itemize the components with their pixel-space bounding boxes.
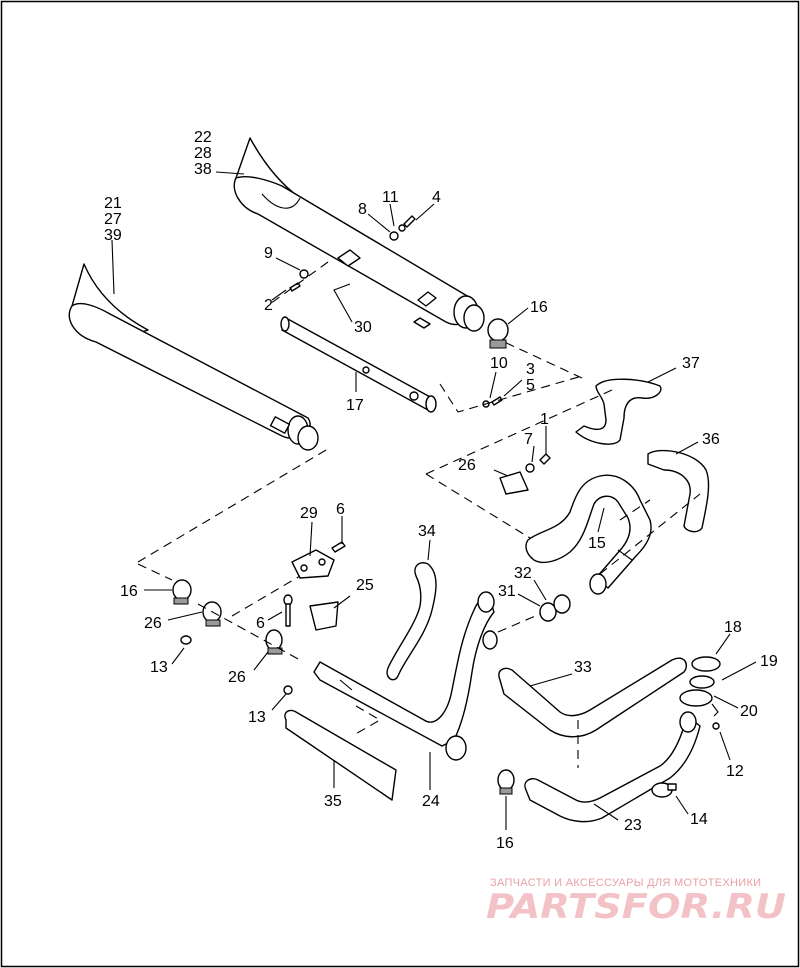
callout-17: 17	[346, 397, 364, 414]
callout-18: 18	[724, 619, 742, 636]
support-bar	[280, 316, 437, 413]
gaskets-31-32	[539, 594, 571, 622]
header-pipe-15	[525, 474, 652, 595]
pipe-35	[284, 709, 397, 801]
callout-26-upper: 26	[458, 457, 476, 474]
callout-27: 27	[104, 211, 122, 228]
callout-7: 7	[524, 431, 533, 448]
lower-muffler	[68, 263, 319, 451]
callout-24: 24	[422, 793, 440, 810]
callout-36: 36	[702, 431, 720, 448]
watermark: ЗАПЧАСТИ И АКСЕССУАРЫ ДЛЯ МОТОТЕХНИКИ PA…	[486, 877, 786, 927]
callout-15: 15	[588, 535, 606, 552]
clamp-16-top	[487, 318, 509, 349]
callout-21: 21	[104, 195, 122, 212]
callout-10: 10	[490, 355, 508, 372]
callout-1: 1	[540, 411, 549, 428]
watermark-subtitle: ЗАПЧАСТИ И АКСЕССУАРЫ ДЛЯ МОТОТЕХНИКИ	[490, 877, 761, 889]
pipe-23	[524, 711, 701, 823]
callout-12: 12	[726, 763, 744, 780]
callout-23: 23	[624, 817, 642, 834]
callout-11: 11	[382, 189, 399, 206]
callout-32: 32	[514, 565, 532, 582]
left-clamp-cluster	[172, 541, 346, 695]
callout-2: 2	[264, 297, 273, 314]
callout-6-lower: 6	[256, 615, 265, 632]
assembly-dashed-lines	[137, 261, 701, 768]
callout-28: 28	[194, 145, 212, 162]
watermark-logo: PARTSFOR.RU	[486, 887, 786, 927]
leader-lines	[111, 171, 757, 830]
header-pipe-34	[386, 562, 437, 681]
callout-6-upper: 6	[336, 501, 345, 518]
gaskets-18-19-20	[679, 656, 721, 730]
callout-16-left: 16	[120, 583, 138, 600]
callout-31: 31	[498, 583, 516, 600]
callout-20: 20	[740, 703, 758, 720]
callout-labels: 22 28 38 21 27 39 11 4 8 9 2 30 16 10 3 …	[104, 129, 778, 852]
callout-39: 39	[104, 227, 122, 244]
pipe-33	[498, 657, 688, 738]
clamp-26-upper	[499, 453, 551, 495]
callout-34: 34	[418, 523, 436, 540]
callout-5: 5	[526, 377, 535, 394]
callout-26-lower: 26	[228, 669, 246, 686]
heat-shield-36	[647, 449, 710, 533]
front-pipe-24	[313, 591, 498, 761]
hardware-top	[289, 215, 503, 408]
callout-19: 19	[760, 653, 778, 670]
callout-30: 30	[354, 319, 372, 336]
callout-14: 14	[690, 811, 708, 828]
callout-22: 22	[194, 129, 212, 146]
callout-3: 3	[526, 361, 535, 378]
clamp-16-bottom	[497, 769, 515, 795]
callout-13-left: 13	[150, 659, 168, 676]
heat-shield-37	[575, 378, 662, 445]
callout-16-top: 16	[530, 299, 548, 316]
callout-16-bottom: 16	[496, 835, 514, 852]
callout-35: 35	[324, 793, 342, 810]
callout-13-lower: 13	[248, 709, 266, 726]
callout-29: 29	[300, 505, 318, 522]
callout-4: 4	[432, 189, 441, 206]
callout-38: 38	[194, 161, 212, 178]
callout-8: 8	[358, 201, 367, 218]
callout-9: 9	[264, 245, 273, 262]
upper-muffler	[233, 137, 485, 332]
clamp-14	[651, 782, 677, 798]
callout-33: 33	[574, 659, 592, 676]
callout-37: 37	[682, 355, 700, 372]
callout-26-left: 26	[144, 615, 162, 632]
callout-25: 25	[356, 577, 374, 594]
